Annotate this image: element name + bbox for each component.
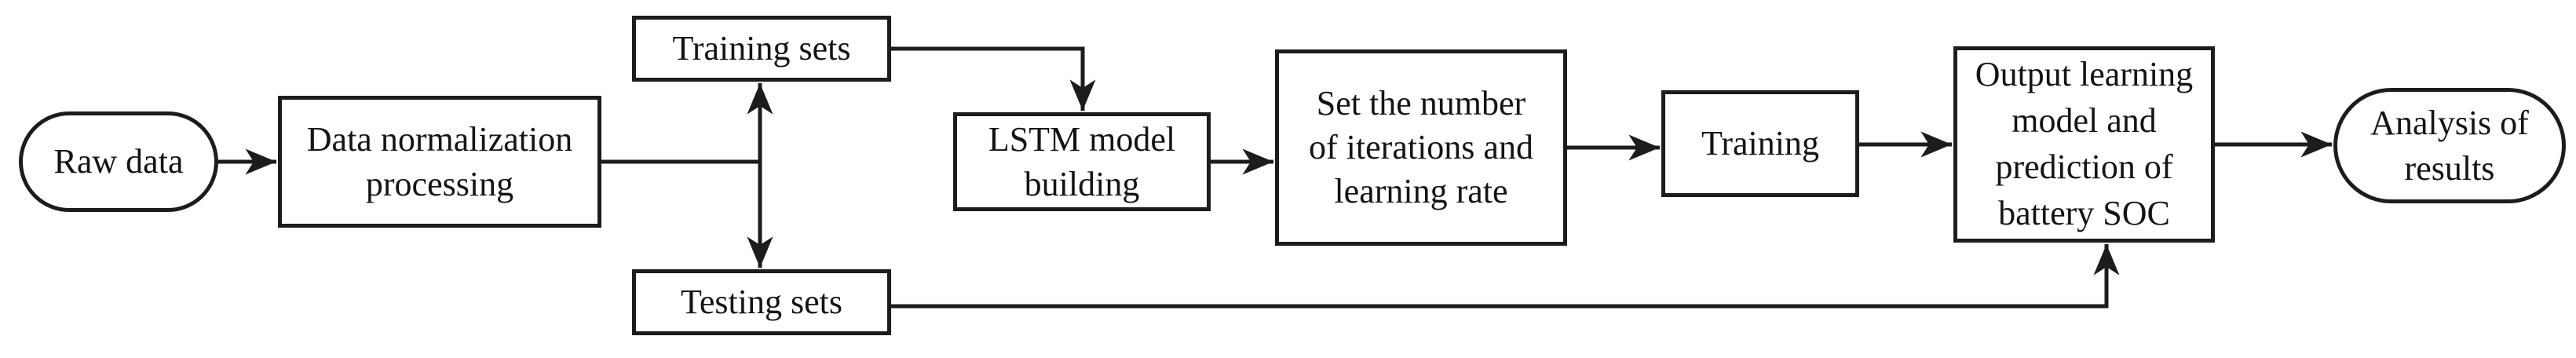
edge-testingsets-to-output (891, 244, 2120, 309)
node-testing-sets: Testing sets (632, 269, 891, 335)
node-output-learning-model-label: Output learning model and prediction of … (1975, 55, 2194, 232)
node-raw-data-label: Raw data (53, 142, 184, 181)
edge-trainingsets-to-lstm (891, 46, 1096, 111)
node-analysis-of-results-label: Analysis of results (2370, 104, 2529, 188)
node-training-label: Training (1701, 124, 1819, 163)
node-analysis-of-results: Analysis of results (2333, 88, 2566, 203)
node-training: Training (1661, 90, 1859, 197)
node-data-normalization: Data normalization processing (278, 96, 601, 228)
node-set-iterations-learning-rate-label: Set the number of iterations and learnin… (1309, 84, 1533, 210)
node-set-iterations-learning-rate: Set the number of iterations and learnin… (1275, 49, 1567, 246)
node-lstm-model-building-label: LSTM model building (988, 119, 1176, 203)
node-raw-data: Raw data (19, 111, 218, 212)
node-data-normalization-label: Data normalization processing (306, 119, 573, 203)
node-training-sets-label: Training sets (672, 29, 851, 68)
node-output-learning-model: Output learning model and prediction of … (1953, 46, 2215, 243)
node-lstm-model-building: LSTM model building (953, 112, 1211, 211)
node-testing-sets-label: Testing sets (681, 283, 842, 322)
node-training-sets: Training sets (632, 16, 891, 82)
